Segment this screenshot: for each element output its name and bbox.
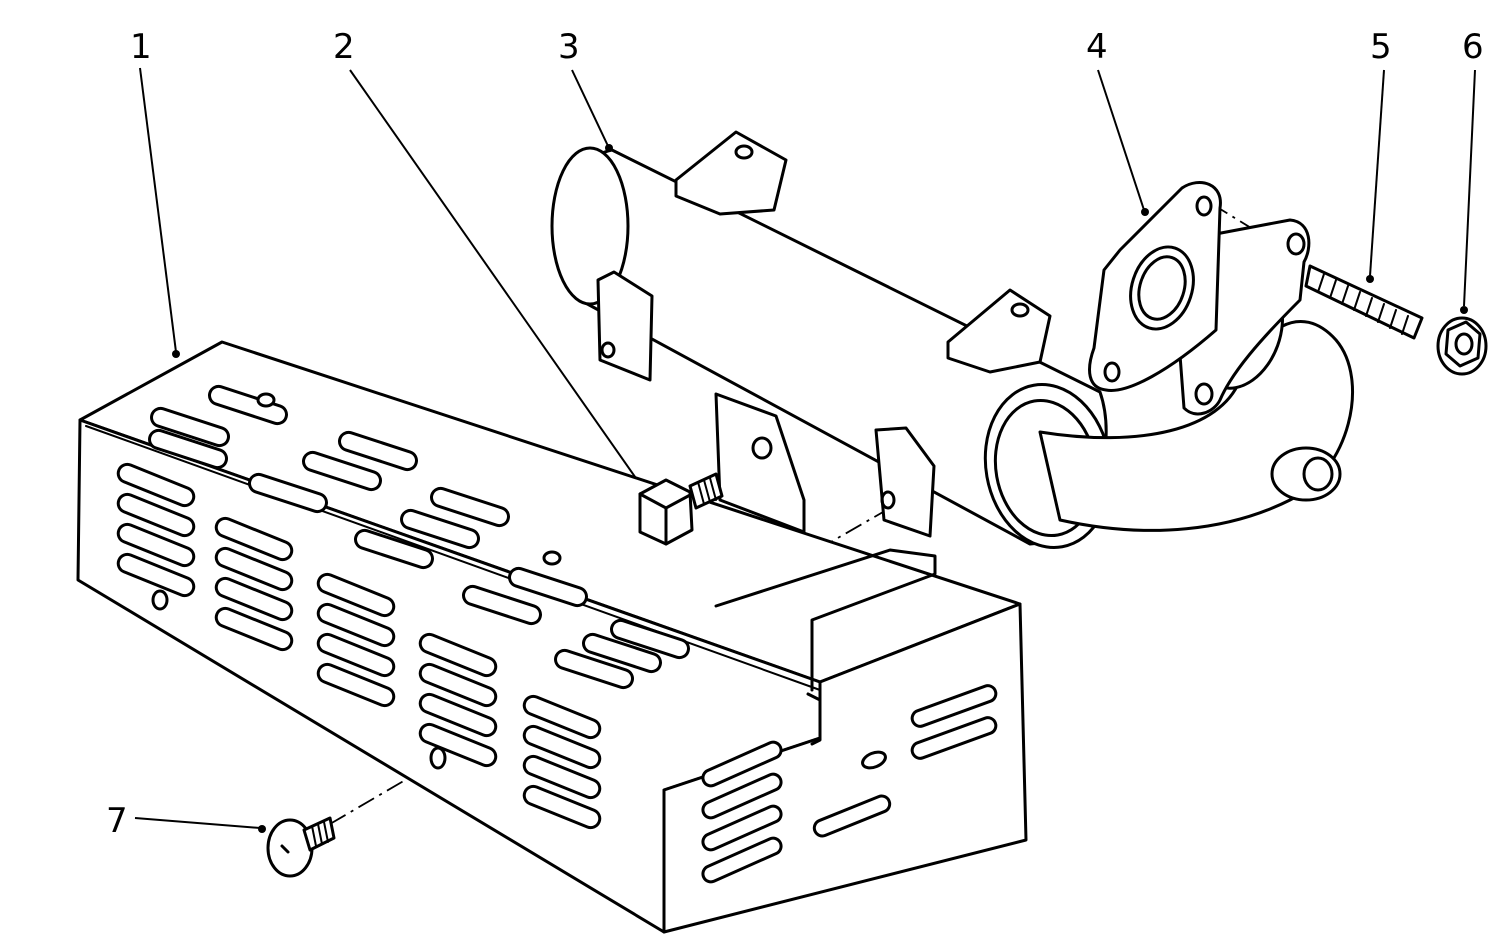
leader-5	[1369, 69, 1385, 277]
shield-front-slots	[116, 462, 602, 830]
leader-5-dot	[1366, 275, 1374, 283]
muffler-front-cap	[550, 146, 630, 306]
leader-6	[1463, 69, 1476, 307]
bracket-bottom-left	[596, 270, 654, 382]
callout-5: 5	[1370, 27, 1392, 67]
bracket-lower-mount-hole	[751, 436, 773, 460]
leader-2	[349, 69, 641, 485]
bracket-top-left-hole	[734, 144, 754, 160]
leader-7	[134, 817, 261, 829]
elbow-flange-hole-bottom	[1194, 382, 1214, 406]
leader-6-dot	[1460, 306, 1468, 314]
bracket-bottom-left-hole	[600, 341, 616, 359]
elbow-flange-hole-top	[1286, 232, 1306, 256]
bolt-threads	[697, 477, 717, 505]
elbow-boss	[1270, 446, 1342, 502]
leader-1	[139, 67, 177, 353]
gasket-hole-top	[1195, 195, 1213, 217]
nut-bore	[1454, 332, 1474, 356]
stud-threads	[1317, 273, 1409, 335]
leader-4	[1097, 69, 1145, 211]
callout-2: 2	[333, 27, 355, 67]
gasket-hole-bottom	[1103, 361, 1121, 383]
shield-front-hole-1	[151, 589, 169, 611]
heat-shield	[76, 340, 1028, 934]
callout-3: 3	[558, 27, 580, 67]
shield-recess-outline	[714, 548, 937, 692]
leader-4-dot	[1141, 208, 1149, 216]
callout-4: 4	[1086, 27, 1108, 67]
bracket-top-right-hole	[1010, 302, 1030, 318]
elbow-boss-hole	[1302, 456, 1334, 492]
shield-front-hole-2	[429, 746, 447, 770]
nut-hex	[1444, 320, 1482, 368]
bracket-bottom-right-hole	[880, 490, 896, 510]
gasket-port-outer	[1129, 245, 1195, 331]
bracket-top-right	[946, 288, 1052, 374]
leader-1-dot	[172, 350, 180, 358]
callout-7: 7	[106, 801, 128, 841]
flange-nut	[1436, 316, 1488, 376]
gasket-axis-line	[1211, 203, 1301, 259]
callout-6: 6	[1462, 27, 1484, 67]
leader-7-dot	[258, 825, 266, 833]
bracket-top-left	[674, 130, 788, 216]
screw-recess	[280, 844, 290, 854]
exhaust-gasket	[1088, 181, 1222, 392]
shield-top-hole-1	[256, 392, 276, 408]
callout-1: 1	[130, 27, 152, 67]
shield-end-slots	[701, 684, 998, 884]
stud	[1304, 264, 1424, 340]
shield-top-hole-2	[542, 550, 562, 566]
gasket-body	[1088, 181, 1222, 392]
shield-top-edge-fold	[85, 425, 821, 691]
shield-top-slots	[148, 384, 690, 690]
leader-lines	[134, 67, 1476, 833]
screw-threads	[311, 821, 329, 847]
flange-bolt	[638, 472, 724, 546]
callout-labels: 1 2 3 4 5 6 7	[106, 27, 1484, 841]
shield-recess-lip	[806, 692, 822, 746]
shield-end-hole	[861, 750, 887, 770]
gasket-port-inner	[1137, 255, 1187, 321]
shield-screw	[266, 816, 336, 878]
muffler	[550, 130, 1355, 549]
leader-3	[571, 69, 609, 147]
